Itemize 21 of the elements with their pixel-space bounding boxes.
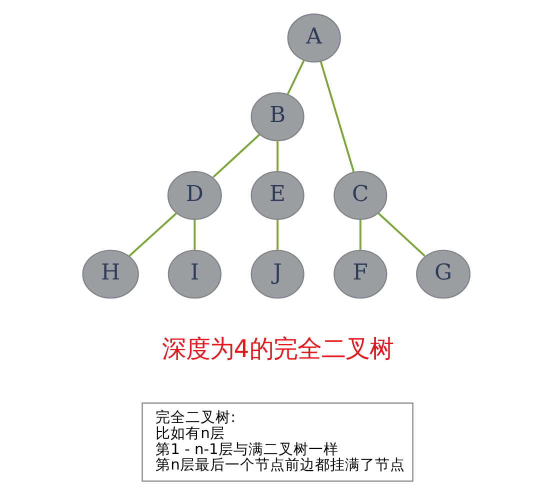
connector xyxy=(212,133,260,178)
node-circle: B xyxy=(250,92,304,141)
node-ellipse: G xyxy=(416,249,470,298)
connector xyxy=(358,219,361,250)
node-circle: F xyxy=(333,249,387,298)
node-ellipse: H xyxy=(82,249,138,298)
node-circle: J xyxy=(250,249,304,298)
connector xyxy=(193,219,196,250)
connector xyxy=(319,60,354,172)
connector xyxy=(286,60,304,94)
connector xyxy=(276,219,278,250)
label: 深度为4的完全二叉树 xyxy=(161,333,393,362)
node-circle: I xyxy=(167,249,221,298)
connector xyxy=(128,212,177,256)
node-circle: A xyxy=(286,13,340,62)
connector xyxy=(276,140,278,171)
connector xyxy=(377,212,425,256)
node-box: 完全二叉树: 比如有n层 第1 - n-1层与满二叉树一样 第n层最后一个节点前边都挂满了节点 xyxy=(141,402,413,482)
node-circle: C xyxy=(333,170,387,220)
node-circle: E xyxy=(250,170,304,220)
node-ellipse: D xyxy=(166,170,222,220)
